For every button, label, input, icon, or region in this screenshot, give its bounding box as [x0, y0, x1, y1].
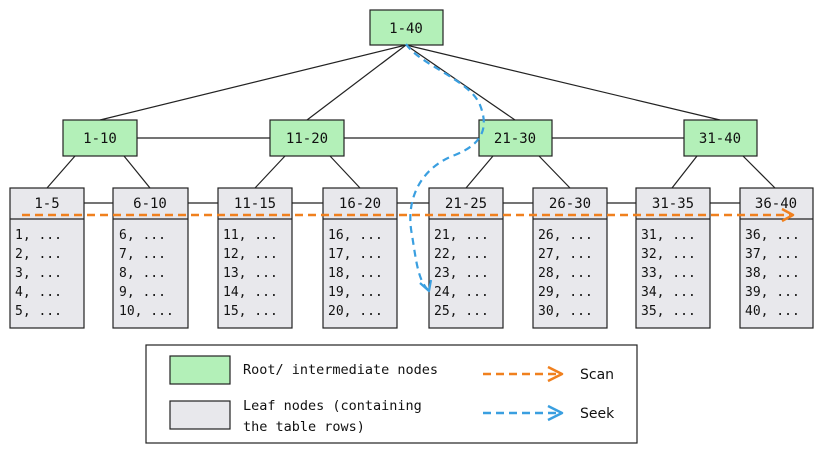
leaf-row: 14, ...	[223, 285, 278, 300]
leaf-row: 32, ...	[641, 247, 696, 262]
legend-leaf-swatch	[169, 400, 231, 430]
leaf-row: 29, ...	[538, 285, 593, 300]
legend-seek-arrow	[483, 404, 564, 422]
leaf-node-label: 21-25	[445, 196, 487, 212]
leaf-node-label: 26-30	[549, 196, 591, 212]
intermediate-node-label: 1-10	[83, 131, 117, 147]
leaf-node-label: 36-40	[755, 196, 797, 212]
leaf-row: 34, ...	[641, 285, 696, 300]
edge-int1-leaf1	[46, 155, 76, 189]
root-node: 1-40	[369, 9, 444, 46]
leaf-row: 17, ...	[328, 247, 383, 262]
edge-int3-leaf5	[465, 155, 494, 189]
leaf-row: 26, ...	[538, 228, 593, 243]
scan-arrow	[22, 207, 795, 223]
edge-root-4	[405, 44, 721, 121]
leaf-row: 28, ...	[538, 266, 593, 281]
leaf-row: 8, ...	[119, 266, 166, 281]
tree-edges	[46, 44, 776, 204]
legend-seek-label: Seek	[580, 406, 615, 422]
leaf-row: 37, ...	[745, 247, 800, 262]
legend-node-label: Root/ intermediate nodes	[243, 362, 438, 378]
leaf-row: 36, ...	[745, 228, 800, 243]
legend-leaf-label-line2: the table rows)	[243, 419, 365, 435]
leaf-row: 3, ...	[15, 266, 62, 281]
edge-int1-leaf2	[123, 155, 151, 189]
leaf-row: 31, ...	[641, 228, 696, 243]
leaf-row: 12, ...	[223, 247, 278, 262]
leaf-node-label: 11-15	[234, 196, 276, 212]
leaf-node-label: 6-10	[133, 196, 167, 212]
leaf-row: 21, ...	[434, 228, 489, 243]
intermediate-node-4: 31-40	[683, 119, 758, 157]
leaf-row: 35, ...	[641, 304, 696, 319]
edge-int2-leaf4	[329, 155, 361, 189]
edge-int2-leaf3	[254, 155, 286, 189]
edge-int3-leaf6	[538, 155, 571, 189]
leaf-row: 1, ...	[15, 228, 62, 243]
intermediate-node-2: 11-20	[269, 119, 345, 157]
legend-scan-arrow	[483, 365, 564, 383]
edge-root-2	[306, 44, 407, 121]
leaf-row: 39, ...	[745, 285, 800, 300]
intermediate-node-label: 31-40	[699, 131, 741, 147]
leaf-row: 11, ...	[223, 228, 278, 243]
intermediate-node-3: 21-30	[478, 119, 553, 157]
leaf-node-2: 6-10 6, ... 7, ... 8, ... 9, ... 10, ...	[112, 187, 189, 329]
leaf-row: 38, ...	[745, 266, 800, 281]
leaf-node-label: 31-35	[652, 196, 694, 212]
leaf-row: 40, ...	[745, 304, 800, 319]
edge-int4-leaf8	[742, 155, 776, 189]
leaf-node-7: 31-35 31, ... 32, ... 33, ... 34, ... 35…	[635, 187, 711, 329]
leaf-row: 5, ...	[15, 304, 62, 319]
leaf-node-8: 36-40 36, ... 37, ... 38, ... 39, ... 40…	[739, 187, 814, 329]
edge-root-1	[99, 44, 407, 121]
leaf-row: 16, ...	[328, 228, 383, 243]
leaf-row: 2, ...	[15, 247, 62, 262]
leaf-node-1: 1-5 1, ... 2, ... 3, ... 4, ... 5, ...	[9, 187, 85, 329]
leaf-row: 25, ...	[434, 304, 489, 319]
root-node-label: 1-40	[389, 21, 423, 37]
edge-int4-leaf7	[671, 155, 698, 189]
leaf-row: 10, ...	[119, 304, 174, 319]
leaf-row: 19, ...	[328, 285, 383, 300]
legend-node-swatch	[169, 355, 231, 385]
leaf-row: 22, ...	[434, 247, 489, 262]
leaf-node-6: 26-30 26, ... 27, ... 28, ... 29, ... 30…	[532, 187, 608, 329]
leaf-row: 9, ...	[119, 285, 166, 300]
leaf-node-3: 11-15 11, ... 12, ... 13, ... 14, ... 15…	[217, 187, 293, 329]
leaf-row: 30, ...	[538, 304, 593, 319]
leaf-node-4: 16-20 16, ... 17, ... 18, ... 19, ... 20…	[322, 187, 398, 329]
leaf-node-5: 21-25 21, ... 22, ... 23, ... 24, ... 25…	[428, 187, 504, 329]
seek-arrow	[405, 43, 485, 293]
leaf-row: 18, ...	[328, 266, 383, 281]
leaf-row: 15, ...	[223, 304, 278, 319]
leaf-row: 6, ...	[119, 228, 166, 243]
leaf-node-label: 16-20	[339, 196, 381, 212]
leaf-row: 20, ...	[328, 304, 383, 319]
leaf-row: 24, ...	[434, 285, 489, 300]
legend-scan-label: Scan	[580, 367, 614, 383]
leaf-row: 4, ...	[15, 285, 62, 300]
leaf-row: 23, ...	[434, 266, 489, 281]
leaf-node-label: 1-5	[34, 196, 59, 212]
legend-leaf-label-line1: Leaf nodes (containing	[243, 398, 422, 414]
legend: Root/ intermediate nodes Leaf nodes (con…	[145, 344, 638, 444]
intermediate-node-label: 21-30	[494, 131, 536, 147]
intermediate-node-1: 1-10	[62, 119, 138, 157]
leaf-row: 33, ...	[641, 266, 696, 281]
leaf-row: 27, ...	[538, 247, 593, 262]
leaf-row: 7, ...	[119, 247, 166, 262]
intermediate-node-label: 11-20	[286, 131, 328, 147]
leaf-row: 13, ...	[223, 266, 278, 281]
